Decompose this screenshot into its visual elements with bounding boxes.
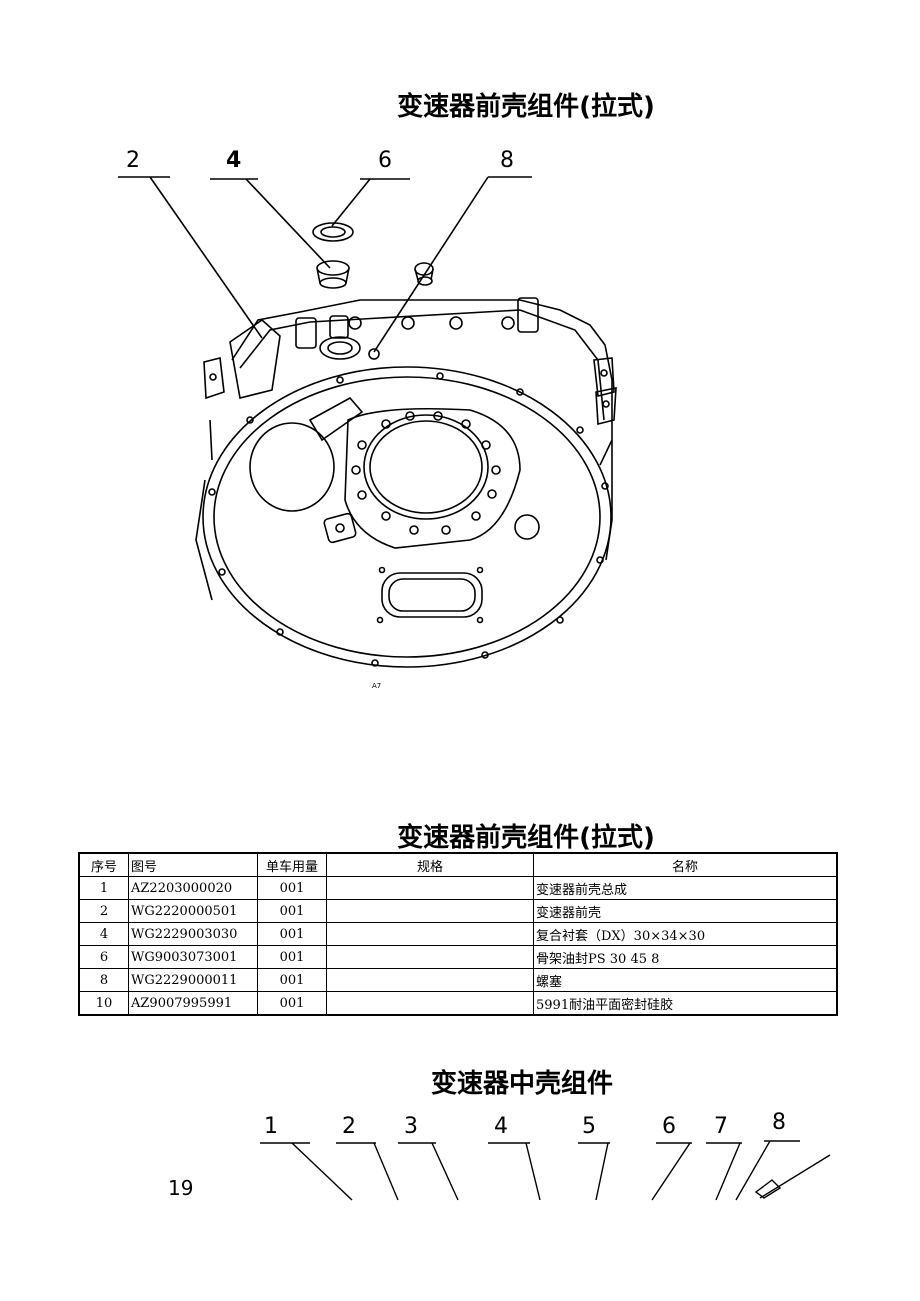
cell-name: 螺塞 [533,968,838,992]
cell-no: 2 [78,899,129,923]
header-no: 序号 [78,852,129,877]
cell-no: 4 [78,922,129,946]
table-row: 1 AZ2203000020 001 变速器前壳总成 [78,876,838,900]
cell-spec [326,876,534,900]
drawing-mark: A7 [372,682,381,690]
cell-no: 10 [78,991,129,1016]
callout-8: 8 [772,1110,786,1135]
table-title: 变速器前壳组件(拉式) [397,823,655,853]
page-number: 19 [168,1176,194,1200]
callout-2: 2 [126,148,140,173]
callout-6: 6 [662,1114,676,1139]
cell-qty: 001 [257,899,327,923]
cell-code: WG2229003030 [128,922,258,946]
callout-4: 4 [226,148,242,173]
header-name: 名称 [533,852,838,877]
cell-qty: 001 [257,945,327,969]
cell-spec [326,945,534,969]
cell-spec [326,899,534,923]
cell-spec [326,991,534,1016]
cell-code: WG2229000011 [128,968,258,992]
cell-qty: 001 [257,991,327,1016]
cell-spec [326,968,534,992]
cell-no: 8 [78,968,129,992]
cell-qty: 001 [257,876,327,900]
callout-8: 8 [500,148,514,173]
cell-code: AZ2203000020 [128,876,258,900]
section-title-front-housing: 变速器前壳组件(拉式) [397,92,655,122]
section-title-middle-housing: 变速器中壳组件 [430,1069,613,1099]
cell-name: 骨架油封PS 30 45 8 [533,945,838,969]
callout-2: 2 [342,1114,356,1139]
cell-name: 变速器前壳总成 [533,876,838,900]
parts-table: 序号 图号 单车用量 规格 名称 1 AZ2203000020 001 变速器前… [78,852,838,1016]
cell-no: 1 [78,876,129,900]
callout-5: 5 [582,1114,596,1139]
header-spec: 规格 [326,852,534,877]
table-row: 4 WG2229003030 001 复合衬套（DX）30×34×30 [78,922,838,946]
header-qty: 单车用量 [257,852,327,877]
callout-6: 6 [378,148,392,173]
header-code: 图号 [128,852,258,877]
callout-3: 3 [404,1114,418,1139]
cell-code: WG9003073001 [128,945,258,969]
callout-4: 4 [494,1114,508,1139]
table-row: 6 WG9003073001 001 骨架油封PS 30 45 8 [78,945,838,969]
table-header-row: 序号 图号 单车用量 规格 名称 [78,852,838,877]
cell-name: 变速器前壳 [533,899,838,923]
cell-no: 6 [78,945,129,969]
callout-7: 7 [714,1114,728,1139]
table-row: 2 WG2220000501 001 变速器前壳 [78,899,838,923]
table-row: 8 WG2229000011 001 螺塞 [78,968,838,992]
cell-code: AZ9007995991 [128,991,258,1016]
table-row: 10 AZ9007995991 001 5991耐油平面密封硅胶 [78,991,838,1016]
cell-code: WG2220000501 [128,899,258,923]
cell-qty: 001 [257,922,327,946]
cell-name: 复合衬套（DX）30×34×30 [533,922,838,946]
cell-qty: 001 [257,968,327,992]
cell-name: 5991耐油平面密封硅胶 [533,991,838,1016]
callout-1: 1 [264,1114,278,1139]
cell-spec [326,922,534,946]
